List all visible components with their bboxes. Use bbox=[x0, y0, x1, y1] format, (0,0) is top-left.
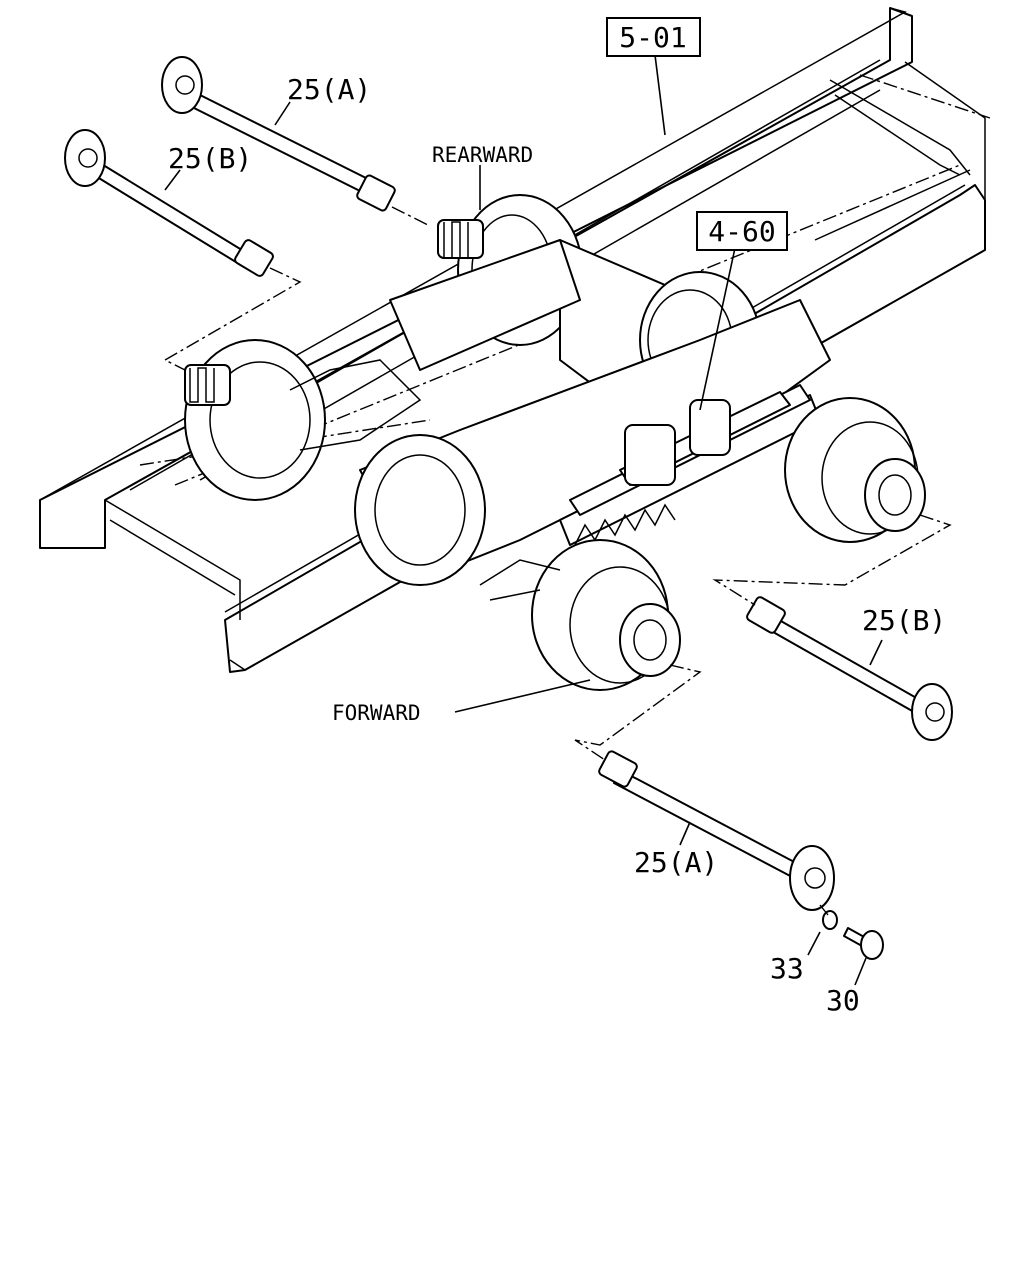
axle-shaft-25a-top bbox=[161, 56, 431, 227]
ref-label-4-60: 4-60 bbox=[708, 215, 775, 248]
leaf-spring bbox=[559, 384, 821, 546]
callout-25b-top: 25(B) bbox=[168, 142, 252, 175]
ref-box-4-60: 4-60 bbox=[696, 211, 788, 251]
callout-25a-bottom: 25(A) bbox=[634, 846, 718, 879]
bolt-30 bbox=[843, 927, 884, 960]
axle-shaft-25b-right bbox=[712, 514, 953, 741]
callout-33: 33 bbox=[770, 952, 804, 985]
ref-box-5-01: 5-01 bbox=[606, 17, 701, 57]
forward-label: FORWARD bbox=[332, 701, 421, 725]
ref-label-5-01: 5-01 bbox=[619, 21, 686, 54]
callout-25b-right: 25(B) bbox=[862, 604, 946, 637]
rearward-label: REARWARD bbox=[432, 143, 533, 167]
front-hub bbox=[531, 539, 681, 691]
axle-shaft-25b-top bbox=[64, 129, 302, 371]
callout-25a-top: 25(A) bbox=[287, 73, 371, 106]
forward-axle-assembly bbox=[354, 299, 926, 691]
leader-lines bbox=[164, 54, 883, 986]
right-hub bbox=[784, 397, 926, 543]
callout-30: 30 bbox=[826, 984, 860, 1017]
washer-33 bbox=[819, 904, 838, 930]
axle-shaft-25a-bottom bbox=[574, 664, 835, 911]
